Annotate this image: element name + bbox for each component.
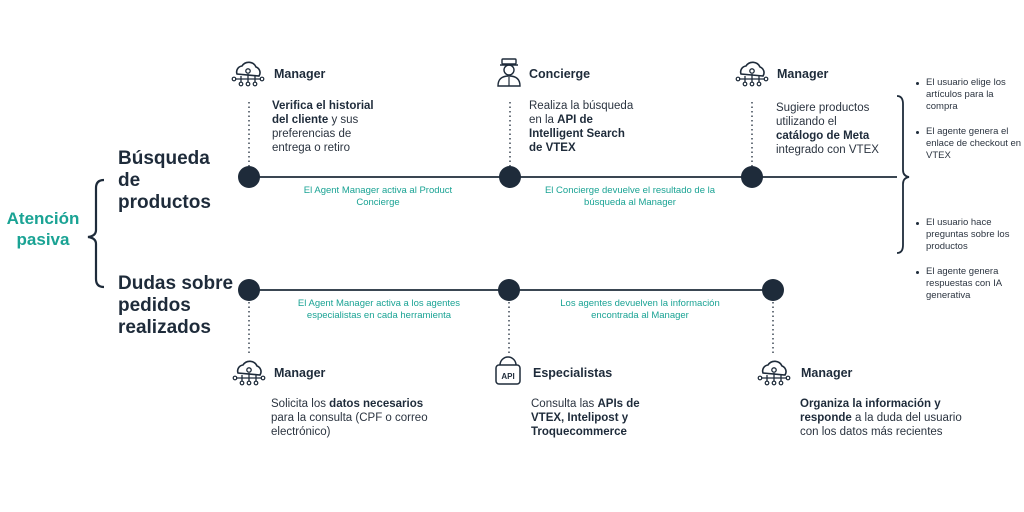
top-role-3: Manager	[777, 67, 829, 81]
top-desc-2: Realiza la búsqueda en la API de Intelli…	[529, 100, 634, 154]
right-brace	[896, 95, 910, 254]
bullet-dot	[916, 131, 919, 134]
row-title-orders: Dudas sobre pedidos realizados	[118, 273, 234, 338]
bottom-role-2: Especialistas	[533, 366, 613, 380]
row-title-search: Búsqueda de productos	[118, 148, 211, 213]
bottom-node-3	[762, 279, 784, 301]
bottom-node-1	[238, 279, 260, 301]
top-role-1: Manager	[274, 67, 326, 81]
bottom-desc-3: Organiza la información y responde a la …	[800, 398, 962, 438]
top-link-1: El Agent Manager activa al Product Conci…	[303, 185, 453, 208]
top-node-1	[238, 166, 260, 188]
bottom-desc-2: Consulta las APIs de VTEX, Intelipost y …	[531, 398, 640, 438]
top-node-3	[741, 166, 763, 188]
top-node-2	[499, 166, 521, 188]
bullet-dot	[916, 222, 919, 225]
bottom-role-3: Manager	[801, 366, 853, 380]
top-role-2: Concierge	[529, 67, 591, 81]
bottom-link-2: Los agentes devuelven la información enc…	[560, 298, 720, 321]
bullet-dot	[916, 82, 919, 85]
outcome-2: El agente genera el enlace de checkout e…	[926, 126, 1022, 161]
bullet-dot	[916, 271, 919, 274]
top-desc-1: Verifica el historial del cliente y sus …	[272, 100, 374, 154]
attention-label: Atención pasiva	[6, 209, 80, 249]
bottom-desc-1: Solicita los datos necesarios para la co…	[271, 398, 428, 438]
bottom-link-1: El Agent Manager activa a los agentes es…	[297, 298, 461, 321]
outcome-3: El usuario hace preguntas sobre los prod…	[926, 217, 1010, 252]
left-brace	[87, 178, 105, 289]
bottom-node-2	[498, 279, 520, 301]
outcome-1: El usuario elige los artículos para la c…	[926, 77, 1006, 112]
top-desc-3: Sugiere productos utilizando el catálogo…	[776, 102, 879, 156]
outcome-4: El agente genera respuestas con IA gener…	[926, 266, 1002, 301]
top-link-2: El Concierge devuelve el resultado de la…	[544, 185, 716, 208]
bottom-role-1: Manager	[274, 366, 326, 380]
